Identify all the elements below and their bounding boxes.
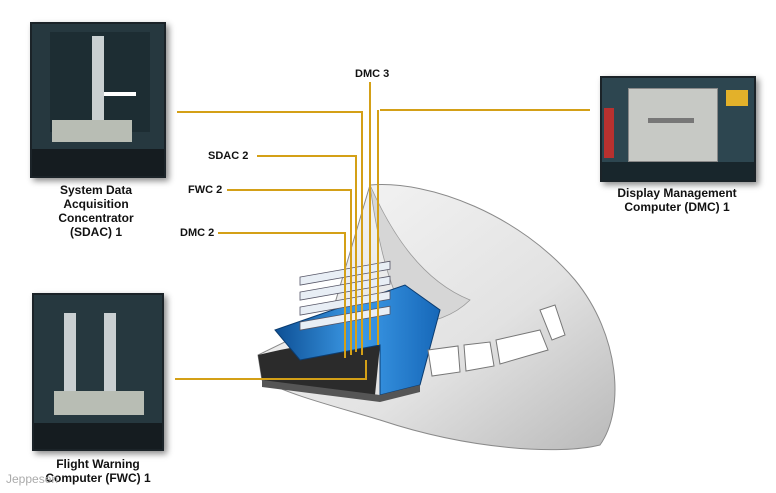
fwc1-photo [32,293,164,451]
sdac1-caption: System Data Acquisition Concentrator (SD… [30,183,162,239]
label-dmc3: DMC 3 [355,68,389,80]
label-sdac2: SDAC 2 [208,150,248,162]
dmc1-caption: Display Management Computer (DMC) 1 [592,186,762,214]
label-fwc2: FWC 2 [188,184,222,196]
watermark: Jeppesen [6,472,58,486]
label-dmc2: DMC 2 [180,227,214,239]
sdac1-photo [30,22,166,178]
dmc1-photo [600,76,756,182]
